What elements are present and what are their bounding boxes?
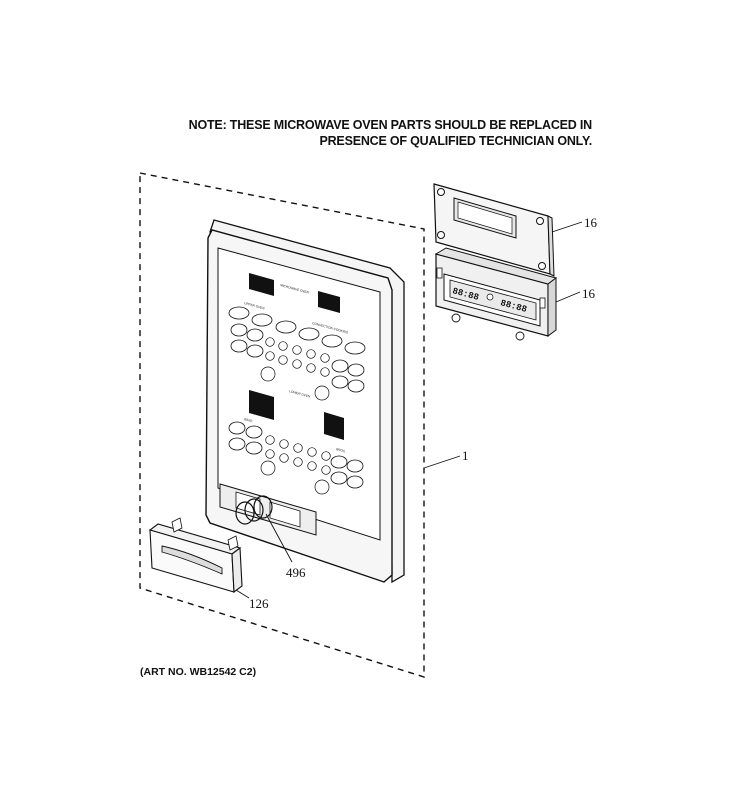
lower-digit-3 — [293, 443, 303, 453]
panel-title-lower: LOWER OVEN — [289, 389, 312, 399]
panel-title-microwave: MICROWAVE OVEN — [280, 283, 310, 295]
lower-digit-2 — [279, 439, 289, 449]
upper-digit-8 — [292, 359, 302, 369]
upper-digit-9 — [306, 363, 316, 373]
upper-digit-3 — [292, 345, 302, 355]
upper-digit-4 — [306, 349, 316, 359]
display-board-lower: 88:88 88:88 — [434, 247, 558, 341]
lower-digit-0 — [321, 465, 331, 475]
lower-key-5 — [330, 455, 348, 469]
lower-key-7 — [330, 471, 348, 485]
upper-digit-2 — [278, 341, 288, 351]
upper-digit-1 — [265, 337, 275, 347]
panel-group-broil: BROIL — [336, 447, 346, 453]
control-panel: MICROWAVE OVEN UPPER OVEN CONVECTION COO… — [205, 219, 405, 584]
upper-key-12 — [347, 363, 365, 377]
upper-digit-5 — [320, 353, 330, 363]
lower-digit-7 — [279, 453, 289, 463]
safety-note-line-2: PRESENCE OF QUALIFIED TECHNICIAN ONLY. — [319, 134, 592, 148]
upper-digit-7 — [278, 355, 288, 365]
lower-key-1 — [228, 421, 246, 435]
lower-clear-key — [314, 479, 330, 495]
lower-digit-5 — [321, 451, 331, 461]
lower-key-6 — [346, 459, 364, 473]
switch-part-496 — [235, 495, 273, 525]
lower-digit-1 — [265, 435, 275, 445]
safety-note-line-1: NOTE: THESE MICROWAVE OVEN PARTS SHOULD … — [188, 118, 593, 132]
lower-display-window-left — [249, 390, 274, 420]
upper-key-11 — [331, 359, 349, 373]
leader-16-top — [551, 221, 583, 233]
art-number: (ART NO. WB12542 C2) — [140, 666, 257, 678]
lower-key-4 — [245, 441, 263, 455]
lower-start-key — [260, 460, 276, 476]
callout-16-top: 16 — [584, 215, 598, 230]
upper-key-14 — [347, 379, 365, 393]
callout-496: 496 — [286, 565, 306, 580]
upper-key-10 — [246, 344, 264, 358]
upper-digit-6 — [265, 351, 275, 361]
callout-1: 1 — [462, 448, 469, 463]
callout-126: 126 — [249, 596, 269, 611]
upper-key-4 — [298, 327, 320, 341]
upper-display-window-right — [318, 291, 340, 313]
circuit-board-upper — [433, 183, 555, 277]
upper-display-window-left — [249, 273, 274, 296]
panel-group-bake: BAKE — [244, 417, 253, 423]
handle-part-126 — [148, 517, 243, 594]
upper-key-8 — [230, 339, 248, 353]
leader-126 — [235, 589, 250, 599]
lower-key-2 — [245, 425, 263, 439]
upper-start-key — [260, 366, 276, 382]
callout-16-bottom: 16 — [582, 286, 596, 301]
leader-496 — [265, 513, 293, 563]
upper-key-7 — [230, 323, 248, 337]
leader-1 — [423, 455, 461, 469]
upper-key-5 — [321, 334, 343, 348]
lower-digit-6 — [265, 449, 275, 459]
upper-key-3 — [275, 320, 297, 334]
assembly-boundary — [139, 172, 425, 678]
upper-key-2 — [251, 313, 273, 327]
upper-clear-key — [314, 385, 330, 401]
panel-group-upper: UPPER OVEN — [244, 301, 266, 310]
lower-digit-8 — [293, 457, 303, 467]
lower-digit-4 — [307, 447, 317, 457]
lower-key-3 — [228, 437, 246, 451]
upper-key-1 — [228, 306, 250, 320]
upper-key-13 — [331, 375, 349, 389]
upper-key-6 — [344, 341, 366, 355]
upper-digit-0 — [320, 367, 330, 377]
lower-digit-9 — [307, 461, 317, 471]
leader-16-bottom — [555, 291, 581, 303]
lower-key-8 — [346, 475, 364, 489]
lower-display-window-right — [324, 412, 344, 440]
upper-key-9 — [246, 328, 264, 342]
